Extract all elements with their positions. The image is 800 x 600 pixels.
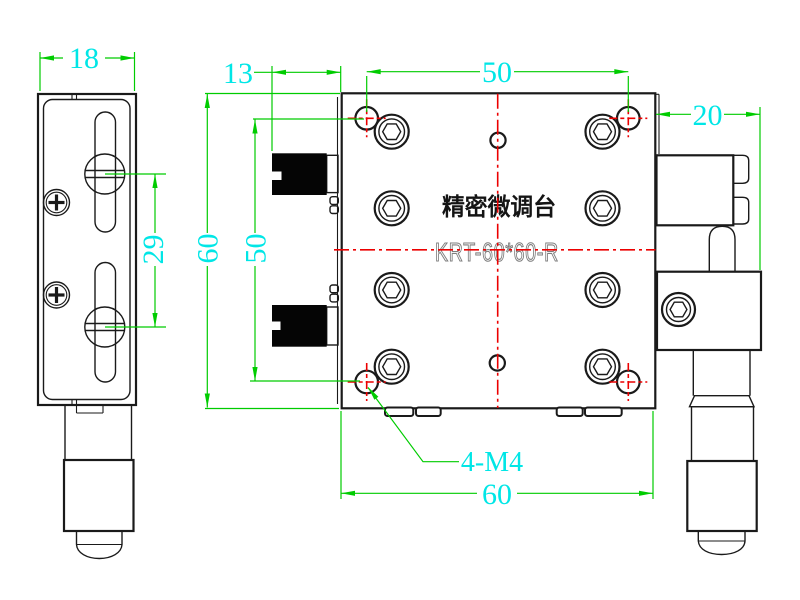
micrometer-tip (75, 531, 123, 560)
clamp-stem-upper (326, 154, 339, 194)
hex-screw (584, 348, 621, 385)
dimension-13: 13 (223, 57, 342, 151)
phillips-screw-lower (42, 281, 71, 309)
plate-parting-notches (71, 94, 78, 405)
dim-label-13: 13 (223, 57, 253, 90)
dim-label-60-height: 60 (192, 234, 225, 264)
hex-screw (584, 190, 621, 227)
dimension-50-vertical: 50 (240, 118, 364, 382)
clamp-stem-lower (326, 306, 339, 346)
stage-body-outline (340, 92, 657, 410)
micrometer-knob (686, 459, 758, 533)
hex-screw (373, 271, 410, 309)
hex-screw (584, 113, 621, 150)
side-plate-outline (36, 92, 138, 407)
dim-label-4-M4: 4-M4 (461, 447, 523, 478)
thread-callout-4-M4: 4-M4 (367, 387, 523, 478)
dim-label-50-vertical: 50 (240, 234, 273, 264)
clamp-notch-upper (271, 171, 282, 180)
mounting-hole (609, 363, 648, 401)
bracket-hex-screw (660, 291, 697, 328)
left-edge-tabs (329, 195, 340, 303)
dim-label-18: 18 (69, 42, 99, 75)
hex-screw (373, 113, 410, 150)
side-plate-inner-outline (42, 98, 131, 401)
bottom-feet-tabs (384, 406, 623, 417)
sleeve-bevel (688, 395, 756, 408)
side-plate-edge-right (655, 93, 660, 154)
hex-socket-screws (373, 113, 621, 385)
mounting-holes-4-M4 (347, 99, 648, 401)
hex-screw (373, 348, 410, 385)
dim-label-60-width: 60 (482, 478, 512, 511)
dimension-18: 18 (39, 42, 136, 91)
dim-label-20: 20 (693, 99, 723, 132)
dimension-50-horizontal: 50 (366, 56, 629, 112)
dimension-29: 29 (105, 173, 170, 328)
micrometer-knob (62, 458, 135, 533)
side-micrometer (62, 405, 135, 560)
mounting-hole (347, 363, 386, 401)
slot-lower (94, 261, 117, 383)
hex-screw (373, 190, 410, 227)
slot-upper (94, 111, 117, 233)
model-number: KRT-60*60-R (435, 237, 559, 267)
dimension-20: 20 (656, 99, 761, 270)
right-assembly (655, 154, 763, 556)
shaft-step-notch (75, 405, 104, 414)
dimension-60-bottom: 60 (340, 411, 654, 511)
micrometer-bracket (655, 270, 763, 352)
micrometer-head (686, 350, 758, 556)
drive-block-tabs (733, 154, 750, 225)
sleeve (690, 406, 755, 462)
phillips-screw-upper (42, 188, 71, 217)
hex-screw (584, 271, 621, 309)
spring-plunger (708, 225, 736, 271)
clamp-block-lower (272, 305, 327, 347)
dim-label-50-horizontal: 50 (482, 56, 512, 89)
micrometer-tip (697, 531, 746, 556)
dim-label-29: 29 (137, 235, 170, 265)
side-view (36, 92, 138, 560)
product-title: 精密微调台 (442, 193, 556, 221)
dimension-60-vertical: 60 (192, 92, 340, 410)
plan-view: 精密微调台 KRT-60*60-R (271, 92, 660, 417)
drive-block (655, 154, 735, 227)
clamp-notch-lower (271, 321, 281, 330)
